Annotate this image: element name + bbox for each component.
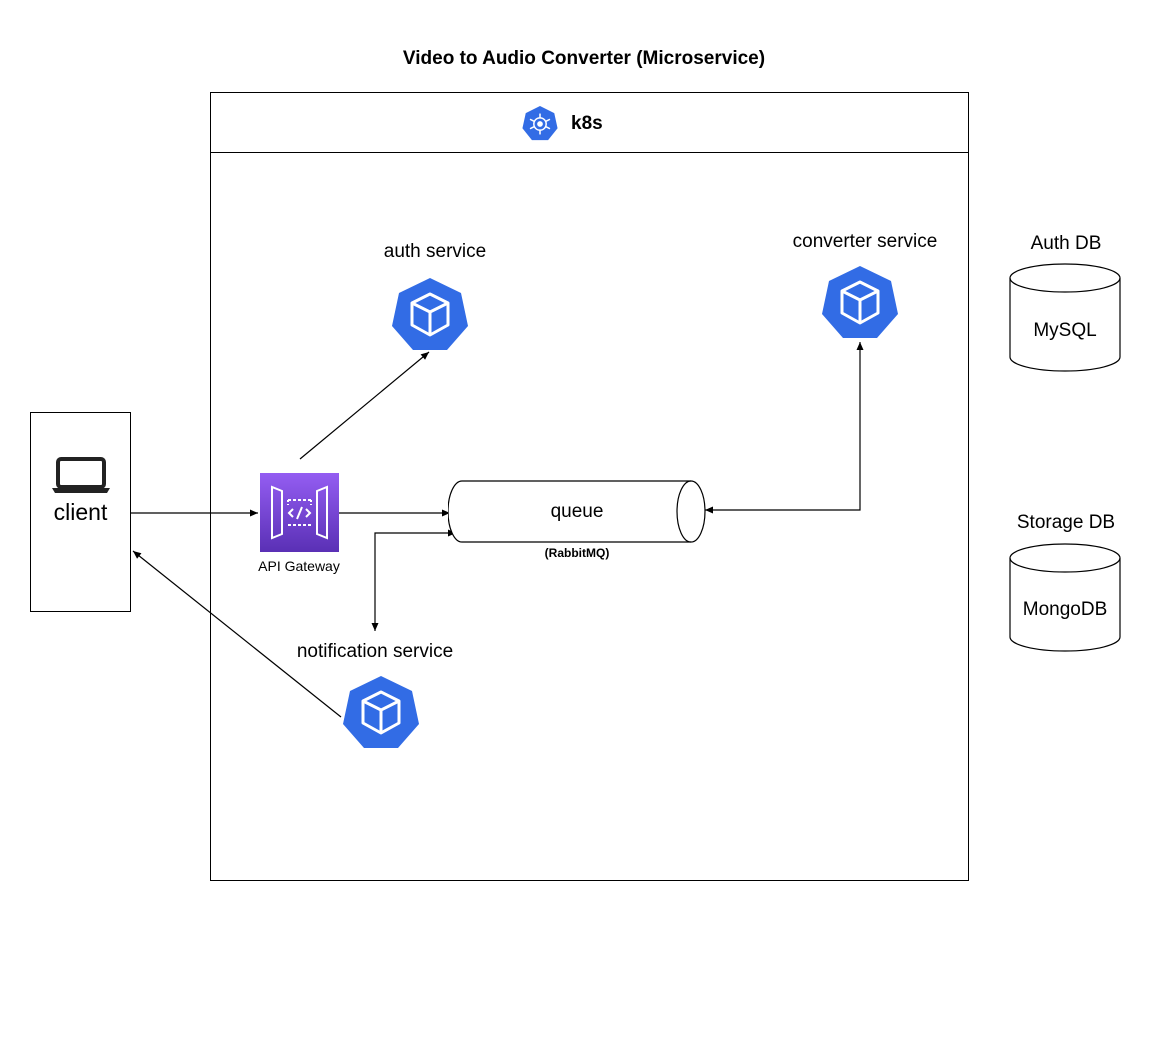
storage-db-cylinder xyxy=(1009,543,1121,652)
queue-technology-label: (RabbitMQ) xyxy=(544,546,610,560)
storage-db-title: Storage DB xyxy=(1016,512,1116,533)
queue-cylinder xyxy=(448,480,706,543)
edge-notification-client xyxy=(132,550,342,718)
laptop-icon xyxy=(52,457,110,493)
edge-queue-converter xyxy=(705,342,864,514)
k8s-label: k8s xyxy=(571,113,603,134)
client-label: client xyxy=(53,499,108,525)
auth-db-cylinder xyxy=(1009,263,1121,372)
auth-service-label: auth service xyxy=(383,241,487,262)
notification-service-icon xyxy=(343,676,419,748)
k8s-cluster-boundary xyxy=(210,92,969,881)
auth-db-title: Auth DB xyxy=(1030,233,1102,254)
queue-label: queue xyxy=(550,501,604,522)
api-gateway-icon xyxy=(260,473,339,552)
api-gateway-label: API Gateway xyxy=(258,558,340,574)
auth-db-label: MySQL xyxy=(1033,320,1097,341)
converter-service-icon xyxy=(822,266,898,338)
edge-gateway-auth xyxy=(299,351,430,460)
diagram-title: Video to Audio Converter (Microservice) xyxy=(402,48,766,69)
kubernetes-icon xyxy=(522,105,558,141)
storage-db-label: MongoDB xyxy=(1022,599,1108,620)
edge-queue-notification xyxy=(371,529,456,631)
auth-service-icon xyxy=(392,278,468,350)
notification-service-label: notification service xyxy=(296,641,454,662)
converter-service-label: converter service xyxy=(792,231,938,252)
client-box xyxy=(30,412,131,612)
k8s-cluster-header xyxy=(210,92,969,153)
